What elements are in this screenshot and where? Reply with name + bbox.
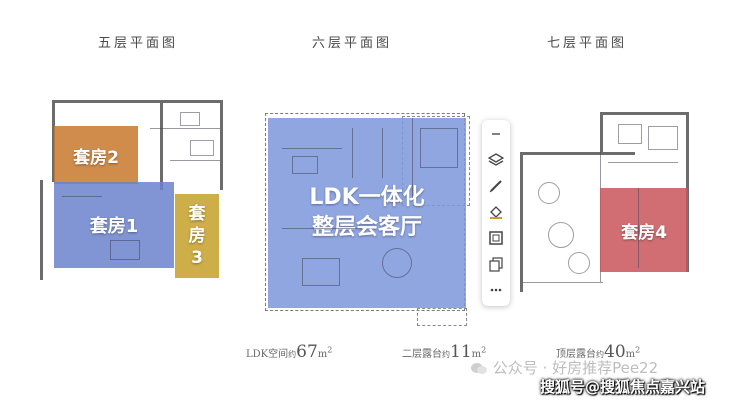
suite4-zone: 套房4: [600, 188, 688, 272]
ldk-label-line1: LDK一体化: [309, 185, 425, 210]
sohu-watermark: 搜狐号@搜狐焦点嘉兴站: [540, 378, 706, 396]
wechat-watermark: 公众号 · 好房推荐Pee22: [470, 357, 658, 378]
suite3-label-line3: 3: [191, 248, 203, 268]
terrace-area-label: 二层露台约11m2: [402, 342, 487, 362]
ldk-label-line2: 整层会客厅: [311, 215, 422, 240]
layers-icon[interactable]: [486, 150, 506, 170]
minus-icon[interactable]: [486, 124, 506, 144]
suite2-label: 套房2: [73, 147, 119, 168]
frame-icon[interactable]: [486, 228, 506, 248]
copy-icon[interactable]: [486, 254, 506, 274]
pen-icon[interactable]: [486, 176, 506, 196]
fill-icon[interactable]: [486, 202, 506, 222]
fifth-floor-plan: 套房2 套房1 套 房 3: [40, 100, 235, 285]
suite3-zone: 套 房 3: [175, 194, 219, 278]
ldk-zone: LDK一体化 整层会客厅: [268, 118, 466, 308]
sixth-floor-plan: LDK一体化 整层会客厅: [262, 108, 477, 326]
suite3-label-line1: 套: [188, 204, 206, 224]
more-icon[interactable]: [486, 280, 506, 300]
suite3-label-line2: 房: [188, 226, 206, 246]
seventh-floor-title: 七层平面图: [547, 36, 628, 51]
floating-toolbar: [482, 120, 510, 306]
roof-terrace-area-label: 顶层露台约40m2: [556, 342, 641, 362]
sixth-floor-title: 六层平面图: [312, 36, 393, 51]
suite2-zone: 套房2: [54, 126, 138, 184]
ldk-area-label: LDK空间约67m2: [246, 342, 333, 362]
wechat-icon: [471, 363, 487, 374]
fifth-floor-title: 五层平面图: [98, 36, 179, 51]
suite4-label: 套房4: [621, 222, 667, 243]
suite1-label: 套房1: [89, 216, 139, 237]
seventh-floor-plan: 套房4: [508, 112, 703, 302]
